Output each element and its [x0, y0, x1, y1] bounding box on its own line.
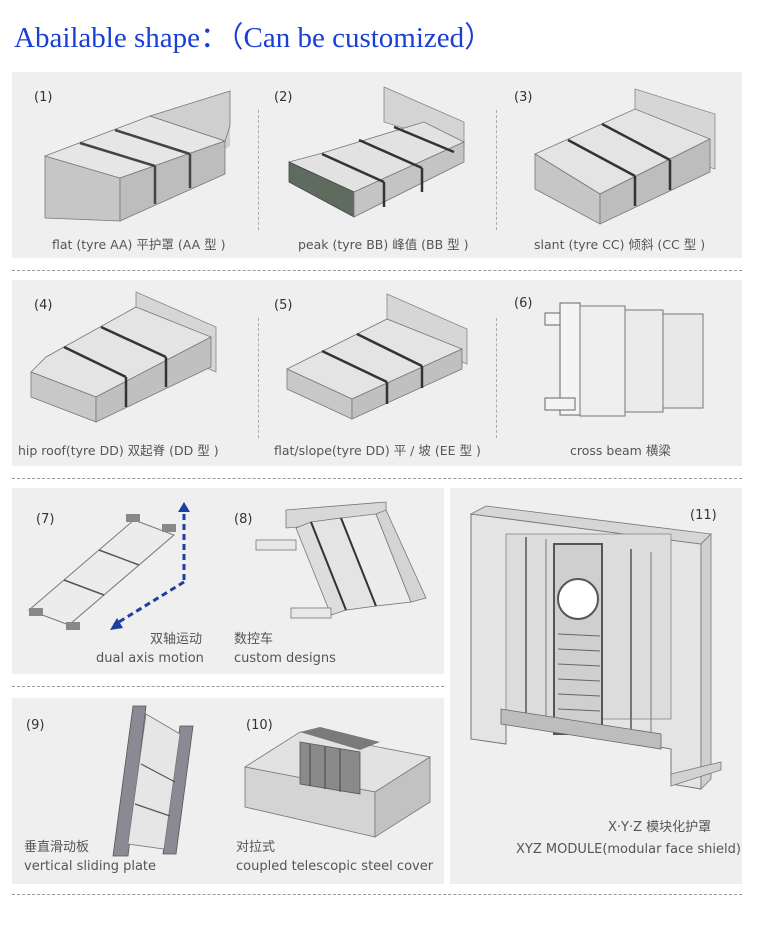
- divider: [496, 110, 497, 230]
- divider: [496, 318, 497, 438]
- flat-cover-image: [43, 90, 231, 222]
- item-caption-cn: 数控车: [234, 632, 274, 647]
- cross-beam-image: [544, 302, 704, 417]
- custom-design-image: [255, 501, 427, 619]
- item-caption-en: coupled telescopic steel cover: [236, 859, 434, 874]
- item-number: (9): [26, 718, 45, 733]
- item-caption: slant (tyre CC) 倾斜 (CC 型 ): [534, 237, 706, 252]
- item-caption-en: dual axis motion: [96, 651, 204, 666]
- item-caption-cn: X·Y·Z 模块化护罩: [608, 820, 712, 835]
- divider: [12, 686, 444, 687]
- divider: [12, 894, 742, 895]
- item-number: (10): [246, 718, 273, 733]
- item-number: (7): [36, 512, 55, 527]
- xyz-module-image: [469, 505, 722, 790]
- item-caption-cn: 双轴运动: [150, 632, 203, 647]
- divider: [258, 318, 259, 438]
- divider: [258, 110, 259, 230]
- dual-axis-image: [28, 502, 190, 630]
- item-number: (6): [514, 296, 533, 311]
- coupled-telescopic-image: [243, 727, 432, 838]
- item-caption-en: vertical sliding plate: [24, 859, 157, 874]
- item-caption-cn: 对拉式: [236, 840, 276, 855]
- item-caption-cn: 垂直滑动板: [24, 840, 90, 855]
- divider: [12, 270, 742, 271]
- item-caption-en: XYZ MODULE(modular face shield): [516, 842, 741, 857]
- flat-slope-cover-image: [286, 293, 468, 420]
- item-caption: peak (tyre BB) 峰值 (BB 型 ): [298, 237, 469, 252]
- item-caption: hip roof(tyre DD) 双起脊 (DD 型 ): [18, 443, 219, 458]
- item-number: (3): [514, 90, 533, 105]
- item-number: (8): [234, 512, 253, 527]
- slant-cover-image: [534, 88, 716, 225]
- item-number: (5): [274, 298, 293, 313]
- page-title: Abailable shape：（Can be customized）: [14, 22, 494, 54]
- vertical-sliding-plate-image: [112, 705, 194, 857]
- item-number: (1): [34, 90, 53, 105]
- item-caption: cross beam 横梁: [570, 443, 671, 458]
- hip-roof-cover-image: [30, 291, 217, 423]
- item-number: (2): [274, 90, 293, 105]
- item-caption: flat (tyre AA) 平护罩 (AA 型 ): [52, 237, 226, 252]
- item-number: (11): [690, 508, 717, 523]
- peak-cover-image: [287, 86, 465, 218]
- item-caption: flat/slope(tyre DD) 平 / 坡 (EE 型 ): [274, 443, 481, 458]
- item-caption-en: custom designs: [234, 651, 336, 666]
- item-number: (4): [34, 298, 53, 313]
- divider: [12, 478, 742, 479]
